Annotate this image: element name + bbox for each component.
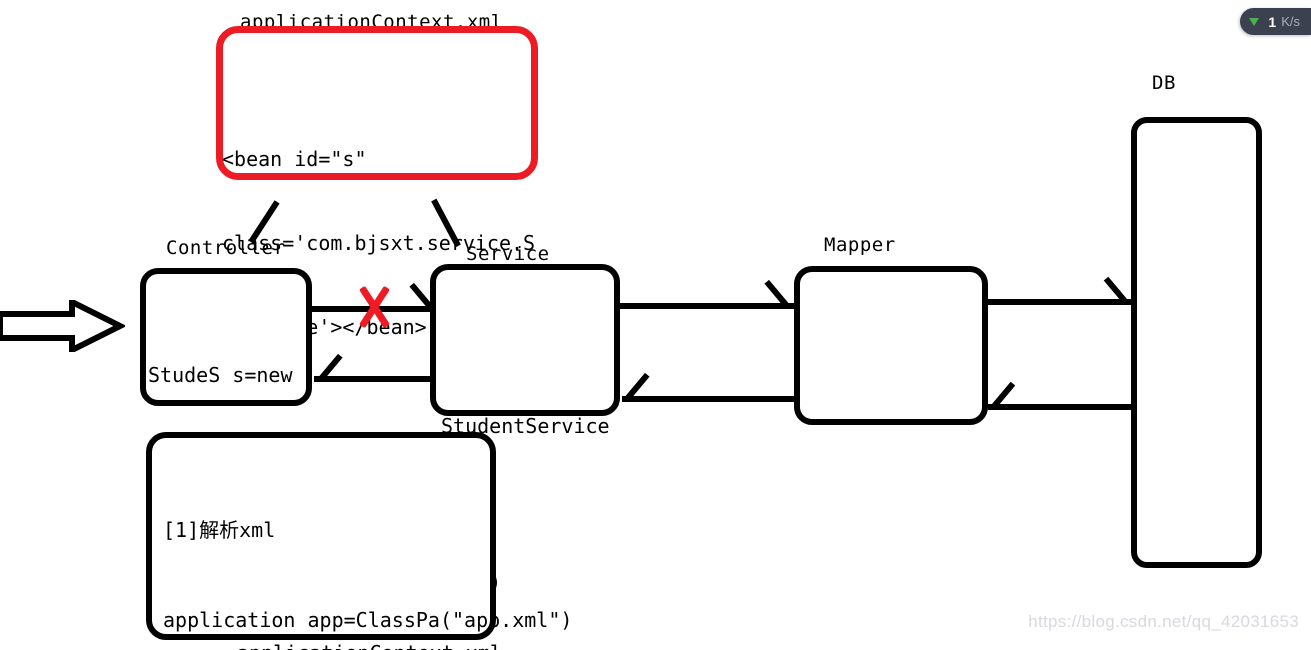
network-speed-unit: K/s <box>1281 14 1300 29</box>
db-box <box>1131 117 1262 568</box>
red-x-marker <box>351 284 397 330</box>
service-caption: Service <box>466 243 550 265</box>
notes-box <box>146 432 496 640</box>
controller-code-line-1: StudeS s=new <box>148 363 293 387</box>
config-box <box>216 26 538 180</box>
download-arrow-icon <box>1249 17 1260 26</box>
config-code-line-2: class='com.bjsxt.service.S <box>222 231 536 255</box>
notes-box-text: [1]解析xml application app=ClassPa("app.xm… <box>163 455 572 650</box>
mapper-box <box>794 266 988 425</box>
mapper-caption: Mapper <box>824 234 896 256</box>
bottom-cut-caption: applicationContext.xml <box>237 641 502 650</box>
arrow-mapper-to-service <box>622 396 798 402</box>
arrow-service-to-mapper <box>620 303 798 309</box>
config-code-line-1: <bean id="s" <box>222 147 367 171</box>
watermark: https://blog.csdn.net/qq_42031653 <box>1028 612 1299 631</box>
network-speed-widget[interactable]: 1 K/s <box>1240 8 1311 35</box>
notes-line-1: [1]解析xml <box>163 518 276 542</box>
arrow-service-to-controller <box>314 376 434 382</box>
network-speed-value: 1 <box>1268 13 1277 30</box>
entry-arrow-icon <box>0 297 127 355</box>
notes-line-2: application app=ClassPa("app.xml") <box>163 608 573 632</box>
controller-caption: Controller <box>166 237 286 259</box>
arrow-db-to-mapper <box>988 404 1136 410</box>
controller-box <box>140 268 312 406</box>
service-box <box>430 264 620 416</box>
db-caption: DB <box>1152 72 1176 94</box>
arrow-mapper-to-db <box>988 299 1136 305</box>
